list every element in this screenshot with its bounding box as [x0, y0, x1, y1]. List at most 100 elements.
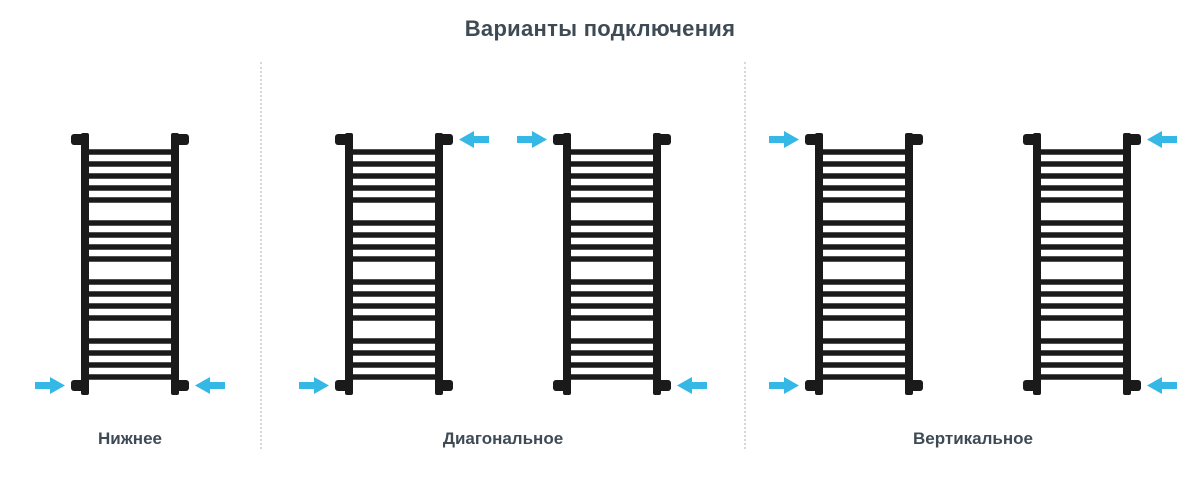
radiators-row: [262, 128, 744, 400]
ladder-rung: [1037, 220, 1127, 226]
towel-rail-diagram: [71, 133, 189, 395]
arrow-right-icon: [769, 131, 799, 148]
ladder-rung: [349, 362, 439, 368]
ladder-rung: [1037, 244, 1127, 250]
ladder-rung: [1037, 149, 1127, 155]
connection-arrow-bottom-left: [35, 377, 65, 394]
ladder-rung: [1037, 315, 1127, 321]
ladder-rung: [85, 244, 175, 250]
bottom-left-lug: [71, 380, 86, 391]
bottom-right-lug: [1126, 380, 1141, 391]
ladder-rung: [85, 350, 175, 356]
ladder-rung: [349, 350, 439, 356]
bottom-right-lug: [908, 380, 923, 391]
ladder-rung: [85, 197, 175, 203]
towel-rail-diagram: [553, 133, 671, 395]
connection-arrow-bottom-left: [299, 377, 329, 394]
top-right-lug: [438, 134, 453, 145]
ladder-rung: [567, 197, 657, 203]
ladder-rung: [819, 291, 909, 297]
towel-rail-diagram: [1023, 133, 1141, 395]
ladder-rung: [85, 173, 175, 179]
ladder-rung: [349, 256, 439, 262]
ladder-rung: [349, 185, 439, 191]
top-right-lug: [656, 134, 671, 145]
ladder-rung: [349, 315, 439, 321]
bottom-right-lug: [174, 380, 189, 391]
ladder-rung: [1037, 338, 1127, 344]
ladder-rung: [1037, 303, 1127, 309]
top-right-lug: [174, 134, 189, 145]
connection-arrow-top-right: [1147, 131, 1177, 148]
ladder-rung: [85, 315, 175, 321]
towel-rail-figure: [299, 128, 489, 400]
ladder-rung: [85, 256, 175, 262]
ladder-rung: [567, 374, 657, 380]
ladder-rung: [1037, 232, 1127, 238]
ladder-rung: [349, 197, 439, 203]
ladder-rung: [819, 244, 909, 250]
ladder-rung: [349, 232, 439, 238]
ladder-rungs: [85, 149, 175, 380]
bottom-right-lug: [656, 380, 671, 391]
arrow-right-icon: [35, 377, 65, 394]
ladder-rung: [819, 173, 909, 179]
arrow-right-icon: [769, 377, 799, 394]
connection-arrow-bottom-right: [677, 377, 707, 394]
ladder-rung: [1037, 197, 1127, 203]
ladder-rung: [819, 232, 909, 238]
top-left-lug: [1023, 134, 1038, 145]
variants-board: Нижнее Диагональное: [0, 42, 1200, 479]
arrow-left-icon: [459, 131, 489, 148]
ladder-rung: [349, 338, 439, 344]
top-right-lug: [908, 134, 923, 145]
radiators-row: [0, 128, 260, 400]
ladder-rungs: [819, 149, 909, 380]
connection-arrow-bottom-right: [1147, 377, 1177, 394]
ladder-rung: [819, 350, 909, 356]
bottom-right-lug: [438, 380, 453, 391]
ladder-rung: [1037, 279, 1127, 285]
ladder-rung: [567, 279, 657, 285]
ladder-rung: [1037, 374, 1127, 380]
ladder-rung: [349, 173, 439, 179]
ladder-rung: [567, 256, 657, 262]
top-left-lug: [335, 134, 350, 145]
ladder-rung: [1037, 291, 1127, 297]
ladder-rung: [349, 149, 439, 155]
towel-rail-figure: [769, 128, 959, 400]
connection-variants-infographic: Варианты подключения Нижнее: [0, 16, 1200, 479]
ladder-rung: [1037, 350, 1127, 356]
top-left-lug: [71, 134, 86, 145]
ladder-rung: [1037, 362, 1127, 368]
variant-label: Вертикальное: [913, 429, 1033, 448]
connection-variant-section-vertical: Вертикальное: [746, 42, 1200, 479]
ladder-rung: [819, 256, 909, 262]
ladder-rung: [567, 362, 657, 368]
ladder-rung: [349, 220, 439, 226]
connection-variant-section-bottom: Нижнее: [0, 42, 260, 479]
arrow-left-icon: [1147, 377, 1177, 394]
ladder-rung: [567, 185, 657, 191]
ladder-rung: [819, 338, 909, 344]
ladder-rung: [819, 220, 909, 226]
bottom-left-lug: [553, 380, 568, 391]
ladder-rung: [85, 232, 175, 238]
arrow-left-icon: [677, 377, 707, 394]
bottom-left-lug: [1023, 380, 1038, 391]
ladder-rung: [567, 291, 657, 297]
bottom-left-lug: [335, 380, 350, 391]
ladder-rung: [819, 374, 909, 380]
ladder-rungs: [349, 149, 439, 380]
ladder-rung: [85, 291, 175, 297]
ladder-rung: [567, 173, 657, 179]
ladder-rung: [567, 338, 657, 344]
towel-rail-figure: [517, 128, 707, 400]
ladder-rung: [85, 161, 175, 167]
radiators-row: [746, 128, 1200, 400]
ladder-rungs: [567, 149, 657, 380]
ladder-rung: [349, 244, 439, 250]
ladder-rung: [567, 303, 657, 309]
section-divider: [260, 62, 262, 449]
variant-label: Нижнее: [98, 429, 162, 448]
